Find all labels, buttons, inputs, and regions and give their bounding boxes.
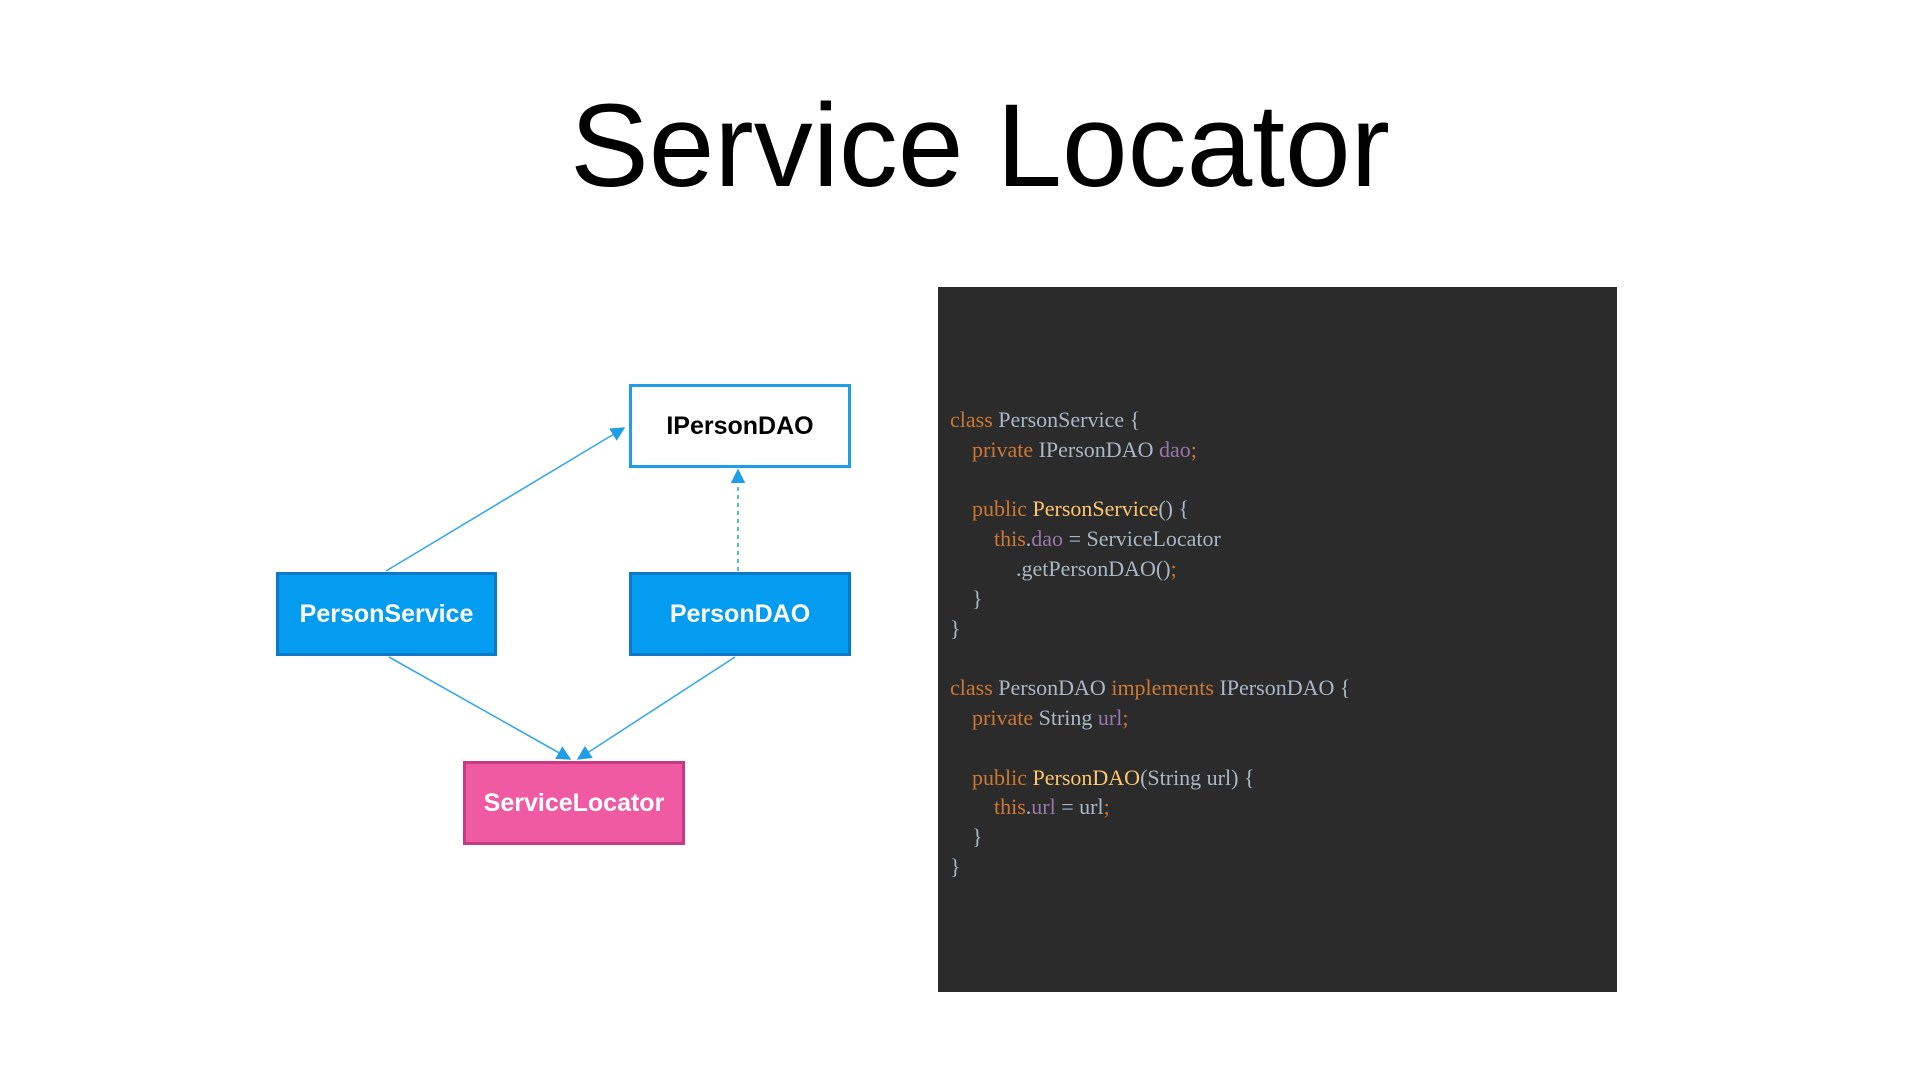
diagram-connectors — [385, 427, 746, 760]
code-line: class PersonService { — [950, 405, 1350, 435]
code-line: } — [950, 822, 1350, 852]
code-token-plain — [950, 526, 994, 551]
code-token-punct: ; — [1122, 704, 1129, 730]
code-line: } — [950, 614, 1350, 644]
code-line: public PersonDAO(String url) { — [950, 763, 1350, 793]
code-token-field: dao — [1158, 436, 1191, 462]
code-token-plain: } — [950, 853, 961, 879]
code-token-plain: PersonService { — [998, 407, 1141, 432]
node-personservice-label: PersonService — [299, 599, 474, 628]
code-token-field: dao — [1031, 526, 1064, 552]
code-token-kw: public — [972, 496, 1033, 522]
code-token-plain: String — [1038, 704, 1098, 730]
node-servicelocator-label: ServiceLocator — [483, 788, 665, 817]
code-line: class PersonDAO implements IPersonDAO { — [950, 673, 1350, 703]
code-token-plain: = url — [1055, 794, 1104, 820]
code-token-plain: IPersonDAO { — [1219, 675, 1351, 701]
code-token-kw: this — [994, 526, 1026, 552]
slide-title: Service Locator — [570, 80, 1390, 212]
code-token-fn: PersonService — [1032, 496, 1159, 522]
node-servicelocator: ServiceLocator — [463, 761, 685, 845]
code-token-field: url — [1097, 704, 1123, 730]
code-token-plain: .getPersonDAO() — [950, 555, 1171, 581]
code-block: class PersonService { private IPersonDAO… — [950, 405, 1350, 882]
code-token-plain: IPersonDAO — [1038, 436, 1159, 462]
node-ipersondao-label: IPersonDAO — [666, 411, 814, 440]
code-token-kw: class — [950, 675, 999, 701]
code-line: this.dao = ServiceLocator — [950, 524, 1350, 554]
code-token-plain: } — [950, 615, 961, 641]
code-token-kw: private — [972, 704, 1039, 730]
code-token-plain: . — [1025, 526, 1032, 552]
code-token-plain: } — [950, 824, 983, 850]
node-ipersondao: IPersonDAO — [629, 384, 851, 468]
code-line: } — [950, 852, 1350, 882]
code-token-kw: implements — [1111, 675, 1220, 701]
code-panel: class PersonService { private IPersonDAO… — [938, 287, 1617, 992]
edge-dao-to-locator — [576, 656, 736, 760]
code-token-plain — [950, 496, 972, 521]
code-token-plain: = ServiceLocator — [1063, 526, 1221, 552]
code-token-kw: class — [950, 407, 999, 432]
code-token-fn: PersonDAO — [1032, 764, 1141, 790]
code-token-plain: } — [950, 585, 983, 611]
node-persondao-label: PersonDAO — [669, 599, 811, 628]
code-token-field: url — [1031, 794, 1056, 820]
code-line: this.url = url; — [950, 792, 1350, 822]
code-token-punct: ; — [1190, 436, 1197, 462]
node-persondao: PersonDAO — [629, 572, 851, 656]
code-token-plain: (String url) { — [1140, 764, 1255, 790]
code-token-plain — [950, 705, 972, 730]
code-token-kw: this — [994, 794, 1026, 820]
code-token-plain: . — [1025, 794, 1032, 820]
code-line — [950, 465, 1350, 495]
code-token-punct: ; — [1103, 794, 1110, 820]
code-token-kw: private — [972, 436, 1039, 462]
code-line — [950, 733, 1350, 763]
edge-service-to-interface — [385, 427, 626, 572]
code-token-punct: ; — [1170, 555, 1177, 581]
node-personservice: PersonService — [276, 572, 497, 656]
code-line: .getPersonDAO(); — [950, 554, 1350, 584]
code-token-plain: PersonDAO — [998, 675, 1112, 701]
code-token-plain — [950, 765, 972, 790]
code-line: private IPersonDAO dao; — [950, 435, 1350, 465]
code-token-plain — [950, 794, 994, 819]
code-line: } — [950, 584, 1350, 614]
class-diagram: IPersonDAO PersonService PersonDAO Servi… — [276, 384, 851, 845]
code-line — [950, 643, 1350, 673]
code-line: private String url; — [950, 703, 1350, 733]
code-line: public PersonService() { — [950, 494, 1350, 524]
code-token-plain — [950, 437, 972, 462]
code-token-kw: public — [972, 764, 1033, 790]
edge-service-to-locator — [388, 656, 572, 760]
code-token-plain: () { — [1158, 496, 1190, 522]
